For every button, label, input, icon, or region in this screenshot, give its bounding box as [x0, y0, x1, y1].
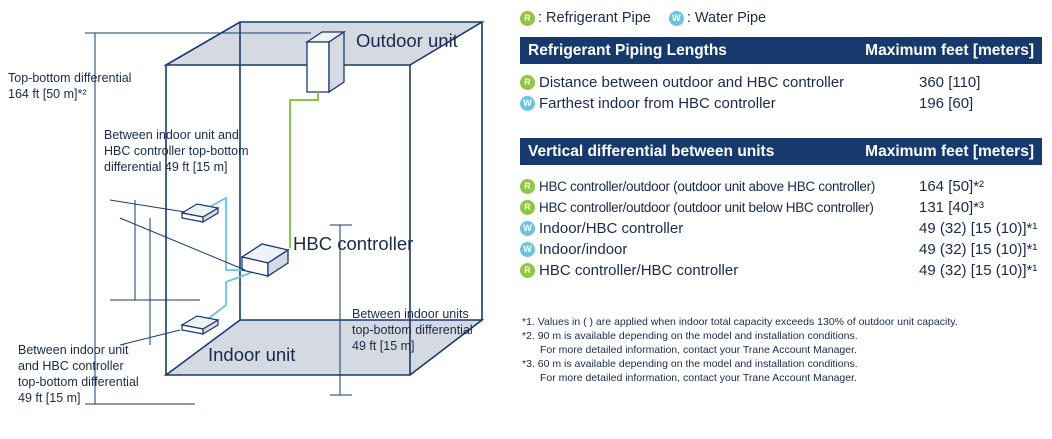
vertical-table-title: Vertical differential between units — [528, 142, 775, 160]
row-value: 131 [40]*³ — [919, 199, 985, 216]
row-label: Farthest indoor from HBC controller — [539, 95, 776, 112]
footnote-3-detail: For more detailed information, contact y… — [540, 372, 857, 384]
top-bottom-differential-line2: 164 ft [50 m]*² — [8, 87, 87, 101]
piping-table-max-header: Maximum feet [meters] — [865, 41, 1034, 59]
outdoor-unit-label: Outdoor unit — [356, 30, 458, 51]
table-row: R Distance between outdoor and HBC contr… — [520, 72, 1042, 93]
piping-table-title: Refrigerant Piping Lengths — [528, 41, 727, 59]
top-bottom-differential-label: Top-bottom differential 164 ft [50 m]*² — [8, 70, 131, 102]
water-pipe-icon: W — [520, 221, 535, 236]
refrigerant-pipe-icon: R — [520, 263, 535, 278]
pipe-legend: R : Refrigerant Pipe W : Water Pipe — [520, 8, 766, 28]
vertical-table-max-header: Maximum feet [meters] — [865, 142, 1034, 160]
dimension-lines — [85, 32, 352, 405]
lower-differential-line2: and HBC controller — [18, 359, 124, 373]
table-row: W Indoor/indoor 49 (32) [15 (10)]*¹ — [520, 239, 1042, 260]
water-pipes — [203, 196, 259, 323]
building-diagram — [85, 21, 485, 405]
row-value: 196 [60] — [919, 95, 974, 112]
hbc-controller-box — [240, 243, 290, 278]
table-row: R HBC controller/HBC controller 49 (32) … — [520, 260, 1042, 281]
indoor-units-differential-line3: 49 ft [15 m] — [352, 339, 415, 353]
refrigerant-pipe-icon: R — [520, 179, 535, 194]
row-label: HBC controller/HBC controller — [539, 262, 739, 279]
indoor-hbc-differential-line3: differential 49 ft [15 m] — [104, 160, 228, 174]
row-label: HBC controller/outdoor (outdoor unit bel… — [539, 200, 874, 215]
indoor-hbc-differential-label: Between indoor unit and HBC controller t… — [104, 127, 249, 175]
row-value: 49 (32) [15 (10)]*¹ — [919, 241, 1038, 258]
refrigerant-pipe-icon: R — [520, 200, 535, 215]
lower-differential-line3: top-bottom differential — [18, 375, 139, 389]
indoor-unit-1 — [180, 203, 220, 224]
indoor-unit-2 — [180, 315, 220, 336]
table-row: W Indoor/HBC controller 49 (32) [15 (10)… — [520, 218, 1042, 239]
row-value: 164 [50]*² — [919, 178, 985, 195]
indoor-hbc-differential-line2: HBC controller top-bottom — [104, 144, 249, 158]
table-row: W Farthest indoor from HBC controller 19… — [520, 93, 1042, 114]
water-pipe-icon: W — [520, 96, 535, 111]
footnote-3: *3. 60 m is available depending on the m… — [522, 358, 858, 370]
piping-table-body: R Distance between outdoor and HBC contr… — [520, 72, 1042, 114]
footnotes: *1. Values in ( ) are applied when indoo… — [522, 315, 1042, 385]
water-pipe-icon: W — [520, 242, 535, 257]
vertical-table-body: R HBC controller/outdoor (outdoor unit a… — [520, 176, 1042, 281]
outdoor-unit-box — [304, 30, 347, 94]
refrigerant-pipe-icon: R — [520, 10, 535, 26]
legend-water-label: : Water Pipe — [686, 10, 767, 26]
footnote-2-detail: For more detailed information, contact y… — [540, 344, 857, 356]
table-row: R HBC controller/outdoor (outdoor unit b… — [520, 197, 1042, 218]
row-label: Indoor/indoor — [539, 241, 628, 258]
specs-panel: R : Refrigerant Pipe W : Water Pipe Refr… — [520, 0, 1042, 439]
row-label: Distance between outdoor and HBC control… — [539, 74, 845, 91]
indoor-units-differential-label: Between indoor units top-bottom differen… — [352, 306, 473, 354]
indoor-unit-label: Indoor unit — [208, 344, 296, 365]
row-value: 49 (32) [15 (10)]*¹ — [919, 220, 1038, 237]
indoor-units-differential-line2: top-bottom differential — [352, 323, 473, 337]
lower-differential-line4: 49 ft [15 m] — [18, 391, 81, 405]
vertical-table-header: Vertical differential between units Maxi… — [520, 138, 1042, 165]
lower-indoor-hbc-differential-label: Between indoor unit and HBC controller t… — [18, 342, 139, 406]
row-value: 360 [110] — [919, 74, 981, 91]
top-bottom-differential-line1: Top-bottom differential — [8, 71, 132, 85]
table-row: R HBC controller/outdoor (outdoor unit a… — [520, 176, 1042, 197]
row-label: Indoor/HBC controller — [539, 220, 684, 237]
indoor-units-differential-line1: Between indoor units — [352, 307, 469, 321]
hbc-controller-label: HBC controller — [293, 233, 414, 254]
legend-refrigerant-label: : Refrigerant Pipe — [538, 10, 651, 26]
refrigerant-pipe — [289, 92, 319, 248]
refrigerant-pipe-icon: R — [520, 75, 535, 90]
lower-differential-line1: Between indoor unit — [18, 343, 129, 357]
piping-table-header: Refrigerant Piping Lengths Maximum feet … — [520, 37, 1042, 64]
footnote-1: *1. Values in ( ) are applied when indoo… — [522, 316, 958, 328]
footnote-2: *2. 90 m is available depending on the m… — [522, 330, 858, 342]
water-pipe-icon: W — [668, 10, 684, 26]
indoor-hbc-differential-line1: Between indoor unit and — [104, 128, 239, 142]
row-label: HBC controller/outdoor (outdoor unit abo… — [539, 179, 876, 194]
row-value: 49 (32) [15 (10)]*¹ — [919, 262, 1038, 279]
